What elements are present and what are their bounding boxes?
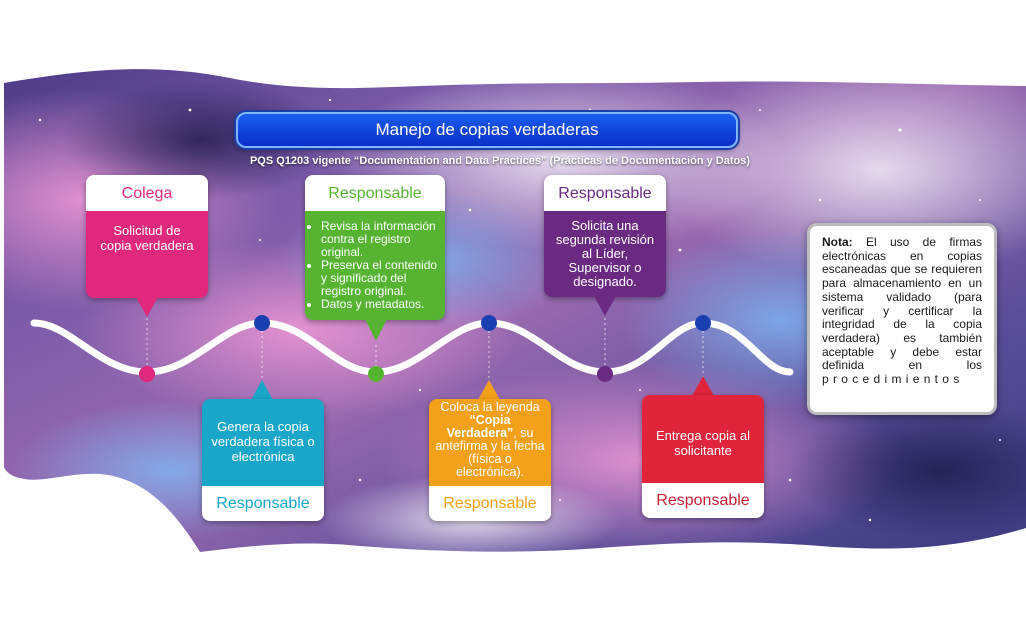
- step-body: Genera la copia verdadera física o elect…: [202, 399, 324, 486]
- timeline-wave: [30, 319, 794, 376]
- timeline-node-3: [368, 366, 384, 382]
- step-header: Responsable: [642, 483, 764, 518]
- timeline-node-1: [139, 366, 155, 382]
- step-body-text: Coloca la leyenda: [440, 400, 540, 414]
- step-body: Revisa la información contra el registro…: [305, 211, 445, 320]
- step-pointer: [692, 376, 714, 396]
- timeline-node-4: [481, 315, 497, 331]
- step-bullet: Datos y metadatos.: [321, 298, 439, 311]
- note-box: Nota: El uso de firmas electrónicas en c…: [807, 223, 997, 415]
- step-pointer: [478, 380, 500, 400]
- step-pointer: [136, 297, 158, 317]
- step-body: Solicita una segunda revisión al Líder, …: [544, 211, 666, 297]
- step-card-entrega: Entrega copia al solicitante Responsable: [642, 395, 764, 518]
- connector-lines: [146, 318, 704, 380]
- page-subtitle: PQS Q1203 vigente “Documentation and Dat…: [249, 155, 751, 167]
- note-last-word: procedimientos: [822, 372, 964, 387]
- step-body: Entrega copia al solicitante: [642, 395, 764, 483]
- step-bullet: Preserva el contenido y significado del …: [321, 259, 439, 298]
- step-card-segunda-revision: Responsable Solicita una segunda revisió…: [544, 175, 666, 297]
- step-body-emphasis: “Copia Verdadera”: [446, 413, 514, 440]
- timeline-node-2: [254, 315, 270, 331]
- step-pointer: [594, 296, 616, 316]
- step-header: Responsable: [544, 175, 666, 211]
- note-label: Nota:: [822, 235, 853, 249]
- step-pointer: [365, 319, 387, 341]
- step-header: Responsable: [202, 486, 324, 521]
- step-pointer: [251, 380, 273, 400]
- step-card-genera: Genera la copia verdadera física o elect…: [202, 399, 324, 521]
- step-bullet-list: Revisa la información contra el registro…: [309, 220, 439, 311]
- page-title: Manejo de copias verdaderas: [236, 112, 738, 148]
- step-card-revisa: Responsable Revisa la información contra…: [305, 175, 445, 320]
- step-body-text: , su antefirma y la fecha (física o elec…: [435, 426, 545, 479]
- step-header: Responsable: [429, 486, 551, 521]
- step-bullet: Revisa la información contra el registro…: [321, 220, 439, 259]
- step-body: Solicitud de copia verdadera: [86, 211, 208, 298]
- step-header: Responsable: [305, 175, 445, 211]
- timeline-node-6: [695, 315, 711, 331]
- step-card-coloca: Coloca la leyenda “Copia Verdadera”, su …: [429, 399, 551, 521]
- note-text: El uso de firmas electrónicas en copias …: [822, 235, 982, 373]
- step-header: Colega: [86, 175, 208, 211]
- step-card-colega: Colega Solicitud de copia verdadera: [86, 175, 208, 298]
- timeline-node-5: [597, 366, 613, 382]
- step-body: Coloca la leyenda “Copia Verdadera”, su …: [429, 399, 551, 486]
